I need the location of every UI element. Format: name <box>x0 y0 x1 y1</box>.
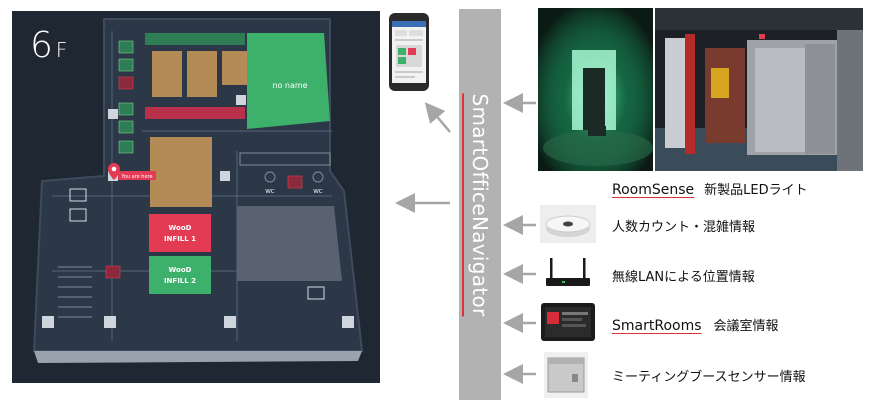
room-no-name <box>247 33 330 129</box>
smartphone-image <box>389 13 429 91</box>
roomsense-name: RoomSense <box>612 182 695 198</box>
smartrooms-name: SmartRooms <box>612 318 702 334</box>
floor-number-suffix: F <box>55 38 68 62</box>
smartoffice-navigator-bar: SmartOfficeNavigator <box>459 9 501 400</box>
smartrooms-desc: 会議室情報 <box>713 319 779 334</box>
wc-left-label: WC <box>265 189 274 195</box>
building-edge <box>34 351 362 363</box>
booth-sensor-image <box>544 352 588 398</box>
core-block <box>237 206 342 281</box>
stairs <box>58 266 92 318</box>
smartrooms-tablet-image <box>540 302 596 342</box>
floor-map: no name WC WC WooD INFILL 1 WooD I <box>32 18 364 363</box>
phone-screen <box>392 21 426 83</box>
red-strip <box>145 107 245 119</box>
wireless-router-image <box>540 254 596 292</box>
roomsense-led-photo <box>538 8 653 171</box>
floor-number-digit: 6 <box>30 25 54 66</box>
people-counter-sensor-image <box>540 205 596 243</box>
room-infill-2-line1: WooD <box>169 266 192 274</box>
left-busy-icons <box>105 76 303 279</box>
wireless-lan-label: 無線LANによる位置情報 <box>612 270 755 285</box>
room-infill-1-line2: INFILL 1 <box>164 235 196 243</box>
wc-area <box>239 152 331 183</box>
room-infill-2-line2: INFILL 2 <box>164 277 196 285</box>
room-infill-1-line1: WooD <box>169 224 192 232</box>
wc-right-label: WC <box>313 189 322 195</box>
roomsense-label: RoomSense 新製品LEDライト <box>612 179 808 198</box>
room-no-name-label: no name <box>272 81 307 90</box>
phone-map-thumbnail <box>395 30 423 78</box>
people-count-label: 人数カウント・混雑情報 <box>612 220 756 235</box>
top-green-strip <box>145 33 245 45</box>
roomsense-desc: 新製品LEDライト <box>704 183 808 198</box>
left-seat-icons <box>118 40 134 154</box>
booth-sensor-label: ミーティングブースセンサー情報 <box>612 370 806 385</box>
room-infill-2 <box>149 256 211 294</box>
room-infill-1 <box>149 214 211 252</box>
phone-header-bar <box>392 21 426 27</box>
arrow-to-phone <box>424 102 451 133</box>
floor-map-panel: no name WC WC WooD INFILL 1 WooD I <box>12 11 380 383</box>
meeting-booth-photo <box>655 8 863 171</box>
left-boxes <box>69 188 325 300</box>
smartrooms-label: SmartRooms 会議室情報 <box>612 315 779 334</box>
you-are-here-pin <box>108 163 156 180</box>
you-are-here-label: You are here <box>120 174 152 180</box>
